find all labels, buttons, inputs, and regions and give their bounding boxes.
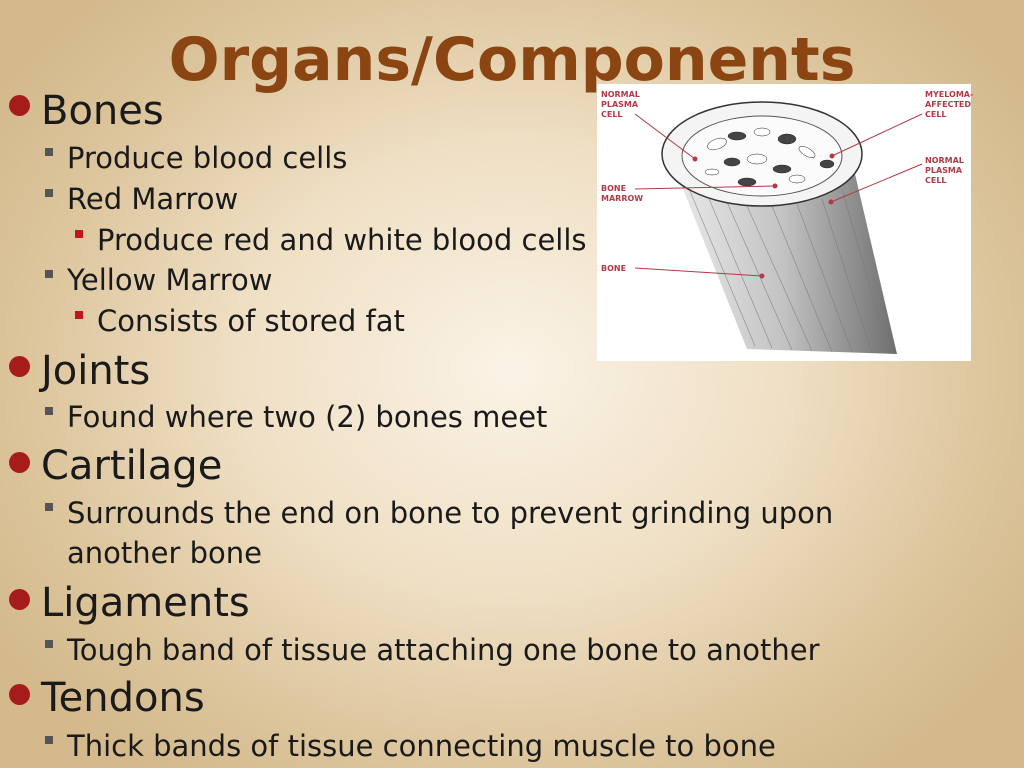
sub-bullet-marker bbox=[45, 503, 53, 511]
sub-bullet-marker bbox=[45, 640, 53, 648]
sub-bullet-marker bbox=[45, 270, 53, 278]
sub-bullet-produce-blood-cells: Produce blood cells bbox=[67, 141, 348, 175]
sub-bullet-marker bbox=[45, 189, 53, 197]
bullet-ligaments: Ligaments bbox=[41, 580, 250, 626]
bullet-dot bbox=[9, 589, 30, 610]
label-normal-plasma-cell-left: NORMAL PLASMA CELL bbox=[601, 90, 640, 119]
label-myeloma-affected-cell: MYELOMA- AFFECTED CELL bbox=[925, 90, 974, 119]
bullet-bones: Bones bbox=[41, 88, 164, 134]
sub-bullet-marker bbox=[45, 148, 53, 156]
bullet-dot bbox=[9, 452, 30, 473]
sub-sub-bullet-red-white-cells: Produce red and white blood cells bbox=[97, 223, 587, 257]
sub-bullet-marker bbox=[45, 736, 53, 744]
label-bone-marrow: BONE MARROW bbox=[601, 184, 644, 203]
sub-sub-bullet-marker bbox=[75, 311, 83, 319]
sub-sub-bullet-stored-fat: Consists of stored fat bbox=[97, 304, 405, 338]
bullet-joints: Joints bbox=[41, 348, 151, 394]
sub-bullet-tendons-desc: Thick bands of tissue connecting muscle … bbox=[67, 729, 776, 763]
sub-bullet-marker bbox=[45, 407, 53, 415]
label-bone: BONE bbox=[601, 264, 627, 273]
bullet-dot bbox=[9, 95, 30, 116]
bullet-dot bbox=[9, 356, 30, 377]
bullet-dot bbox=[9, 684, 30, 705]
label-normal-plasma-cell-right: NORMAL PLASMA CELL bbox=[925, 156, 964, 185]
sub-bullet-joints-desc: Found where two (2) bones meet bbox=[67, 400, 548, 434]
sub-sub-bullet-marker bbox=[75, 230, 83, 238]
bone-diagram-image: NORMAL PLASMA CELL MYELOMA- AFFECTED CEL… bbox=[597, 84, 974, 361]
bullet-tendons: Tendons bbox=[41, 675, 205, 721]
sub-bullet-yellow-marrow: Yellow Marrow bbox=[67, 263, 273, 297]
sub-bullet-cartilage-desc: Surrounds the end on bone to prevent gri… bbox=[67, 496, 834, 570]
bone-cross-section-illustration bbox=[634, 101, 923, 354]
slide-title: Organs/Components bbox=[168, 25, 856, 95]
bullet-cartilage: Cartilage bbox=[41, 443, 223, 489]
sub-bullet-red-marrow: Red Marrow bbox=[67, 182, 239, 216]
sub-bullet-ligaments-desc: Tough band of tissue attaching one bone … bbox=[67, 633, 820, 667]
